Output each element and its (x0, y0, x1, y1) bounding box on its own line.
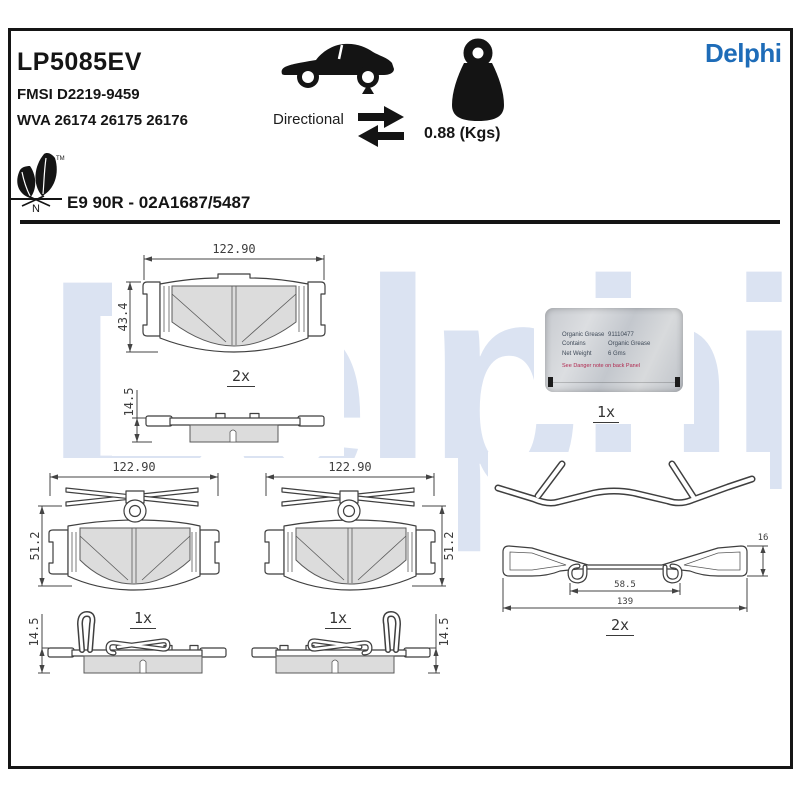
fmsi-reference: FMSI D2219-9459 (17, 86, 140, 103)
wire-spring-drawing (488, 452, 770, 522)
sachet-value: Organic Grease (608, 341, 651, 348)
pad-side-right-drawing: 14.5 (230, 604, 464, 692)
dim-thickness-label: 14.5 (122, 388, 136, 417)
sachet-label: Net Weight (562, 350, 592, 357)
delphi-logo: Delphi (705, 38, 782, 68)
dim-thickness-label: 14.5 (437, 618, 451, 647)
sachet-value: 91110477 (608, 332, 634, 338)
pad-front-top-drawing: 122.90 43.4 (112, 238, 344, 384)
direction-marker-icon (362, 84, 374, 94)
sachet-fold-line (550, 382, 678, 383)
qty-sachet: 1x (593, 403, 619, 423)
ece-approval-number: E9 90R - 02A1687/5487 (67, 193, 251, 212)
weight-value: 0.88 (Kgs) (424, 125, 501, 142)
qty-clip: 2x (606, 616, 634, 636)
pad-side-top-drawing: 14.5 (112, 384, 344, 456)
sachet-warning-text: See Danger note on back Panel (562, 363, 640, 369)
dim-clip-inner-label: 58.5 (614, 580, 636, 590)
sachet-panel: Organic Grease 91110477 Contains Organic… (534, 298, 694, 424)
part-number: LP5085EV (17, 48, 142, 76)
dim-width-label: 122.90 (112, 460, 155, 474)
dim-width-label: 122.90 (328, 460, 371, 474)
sachet-row: Contains Organic Grease (562, 340, 650, 349)
sachet-row: Net Weight 6 Gms (562, 350, 650, 359)
arrow-left-icon (358, 125, 404, 147)
grease-sachet-photo: Organic Grease 91110477 Contains Organic… (545, 308, 683, 392)
dim-height-label: 43.4 (116, 303, 130, 332)
qty-pad-right: 1x (325, 609, 351, 629)
pad-front-left-drawing: 122.90 51.2 (26, 458, 242, 608)
sachet-label: Organic Grease (562, 332, 605, 338)
arrow-right-icon (358, 106, 404, 128)
leaf-n-label: N (32, 203, 40, 215)
sachet-text-block: Organic Grease 91110477 Contains Organic… (562, 331, 650, 359)
sachet-tab (548, 377, 553, 387)
sachet-tab (675, 377, 680, 387)
sachet-value: 6 Gms (608, 350, 626, 357)
dim-height-label: 51.2 (28, 532, 42, 561)
dim-height-label: 51.2 (442, 532, 456, 561)
header-divider (20, 220, 780, 224)
wva-reference: WVA 26174 26175 26176 (17, 112, 188, 129)
dim-clip-outer-label: 139 (617, 597, 633, 607)
dim-clip-height-label: 16 (758, 533, 769, 543)
pad-front-right-drawing: 122.90 51.2 (242, 458, 458, 608)
weight-icon (452, 38, 504, 121)
sachet-label: Contains (562, 341, 586, 348)
sachet-row: Organic Grease 91110477 (562, 331, 650, 340)
directional-arrows-icon (358, 106, 404, 147)
directional-label: Directional (273, 111, 344, 128)
qty-pad-top: 2x (227, 367, 255, 387)
retainer-clip-drawing: 16 58.5 139 (488, 526, 788, 636)
qty-pad-left: 1x (130, 609, 156, 629)
car-icon (281, 43, 394, 94)
leaf-tm-mark: TM (56, 156, 65, 162)
dim-width-label: 122.90 (212, 242, 255, 256)
dim-thickness-label: 14.5 (27, 618, 41, 647)
pad-side-left-drawing: 14.5 (14, 604, 248, 692)
leaf-icon: TM N (10, 153, 65, 215)
